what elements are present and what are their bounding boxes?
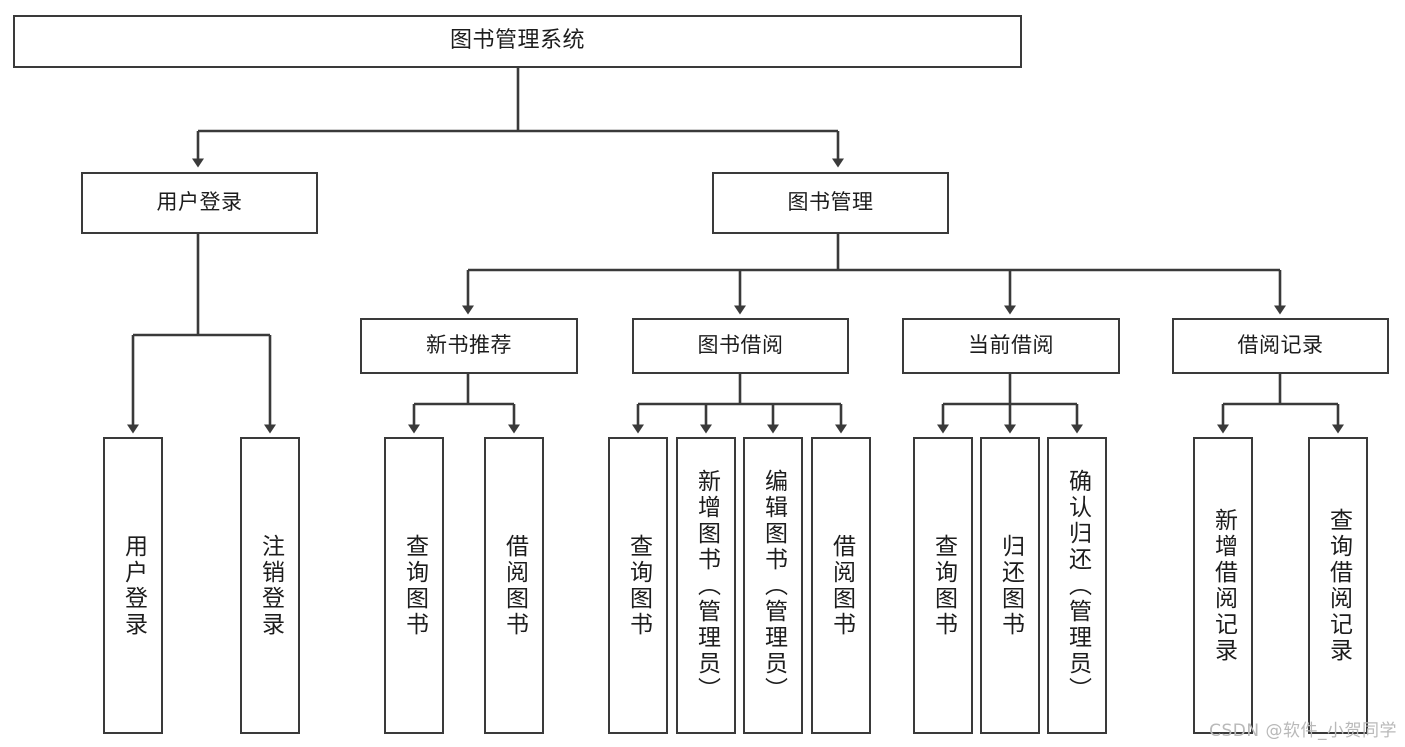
node-label: 确认归还（管理员） (1064, 468, 1091, 703)
watermark: CSDN @软件_小贺同学 (1209, 721, 1397, 741)
node-leaf-borrow-book-recommend[interactable]: 借阅图书 (484, 437, 544, 734)
node-label: 新增借阅记录 (1210, 507, 1237, 664)
node-label: 查询借阅记录 (1325, 507, 1352, 664)
node-label: 借阅图书 (828, 533, 855, 638)
node-leaf-borrow-book[interactable]: 借阅图书 (811, 437, 871, 734)
node-label: 编辑图书（管理员） (760, 468, 787, 703)
node-label: 借阅图书 (501, 533, 528, 638)
node-leaf-logout-login[interactable]: 注销登录 (240, 437, 300, 734)
node-label: 借阅记录 (1237, 333, 1324, 358)
node-label: 新增图书（管理员） (693, 468, 720, 703)
node-leaf-query-book-borrow[interactable]: 查询图书 (608, 437, 668, 734)
node-label: 用户登录 (120, 533, 147, 638)
node-label: 查询图书 (401, 533, 428, 638)
node-leaf-add-book-admin[interactable]: 新增图书（管理员） (676, 437, 736, 734)
node-leaf-add-borrow-record[interactable]: 新增借阅记录 (1193, 437, 1253, 734)
node-leaf-user-login[interactable]: 用户登录 (103, 437, 163, 734)
node-leaf-query-book-recommend[interactable]: 查询图书 (384, 437, 444, 734)
node-book-management[interactable]: 图书管理 (712, 172, 949, 234)
node-leaf-edit-book-admin[interactable]: 编辑图书（管理员） (743, 437, 803, 734)
node-label: 归还图书 (997, 533, 1024, 638)
node-new-book-recommend[interactable]: 新书推荐 (360, 318, 578, 374)
node-borrow-record[interactable]: 借阅记录 (1172, 318, 1389, 374)
node-leaf-query-book-current[interactable]: 查询图书 (913, 437, 973, 734)
node-user-login[interactable]: 用户登录 (81, 172, 318, 234)
node-label: 注销登录 (257, 533, 284, 638)
node-label: 当前借阅 (968, 333, 1054, 358)
node-label: 用户登录 (156, 190, 243, 215)
node-label: 图书借阅 (697, 333, 784, 358)
node-leaf-return-book[interactable]: 归还图书 (980, 437, 1040, 734)
node-label: 查询图书 (625, 533, 652, 638)
node-label: 图书管理系统 (449, 28, 585, 54)
node-leaf-confirm-return-admin[interactable]: 确认归还（管理员） (1047, 437, 1107, 734)
node-current-borrow[interactable]: 当前借阅 (902, 318, 1120, 374)
node-leaf-query-borrow-record[interactable]: 查询借阅记录 (1308, 437, 1368, 734)
node-label: 新书推荐 (426, 333, 512, 358)
node-book-borrow[interactable]: 图书借阅 (632, 318, 849, 374)
node-label: 图书管理 (787, 190, 874, 215)
node-label: 查询图书 (930, 533, 957, 638)
node-root-book-management-system[interactable]: 图书管理系统 (13, 15, 1022, 68)
